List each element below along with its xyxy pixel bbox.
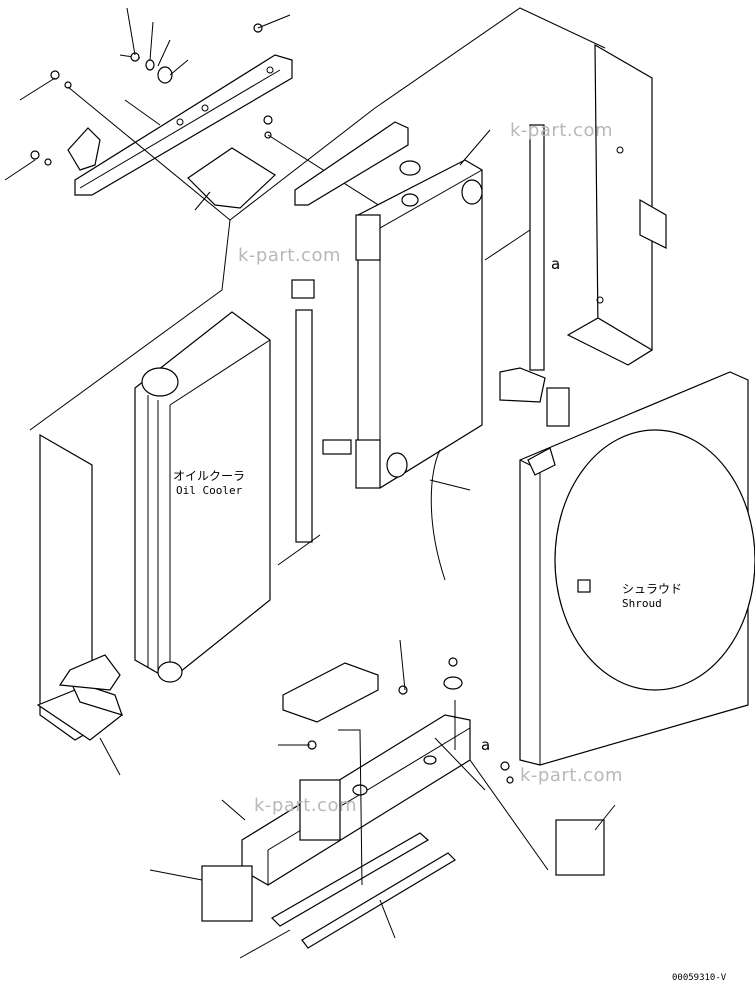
shroud-body [519, 371, 755, 766]
watermark-center-left: k-part.com [238, 245, 341, 266]
lower-bolts [307, 657, 514, 784]
leader-lines-lower [149, 534, 616, 959]
upper-bracket [67, 54, 293, 196]
shroud-label-jp: シュラウド [622, 582, 683, 596]
watermark-bottom-right: k-part.com [520, 765, 623, 786]
left-stay [36, 433, 124, 776]
lower-foam [201, 662, 605, 949]
foam-strips [291, 124, 570, 543]
watermark-top-right: k-part.com [510, 120, 613, 141]
right-stay [566, 43, 667, 366]
oil-cooler-label-jp: オイルクーラ [173, 469, 246, 483]
shroud-label-en: Shroud [622, 597, 662, 610]
reference-mark-a-bottom: a [481, 736, 491, 754]
oil-cooler-body [134, 311, 271, 683]
radiator [355, 129, 531, 489]
cover-plate [187, 147, 276, 209]
rubber-mount-top [294, 121, 409, 206]
drawing-code: 00059310-V [672, 973, 727, 983]
oil-cooler-label-en: Oil Cooler [176, 484, 243, 497]
watermark-bottom-left: k-part.com [254, 795, 357, 816]
reference-mark-a-top: a [551, 255, 561, 273]
lower-frame [241, 714, 471, 886]
hose [429, 449, 471, 581]
